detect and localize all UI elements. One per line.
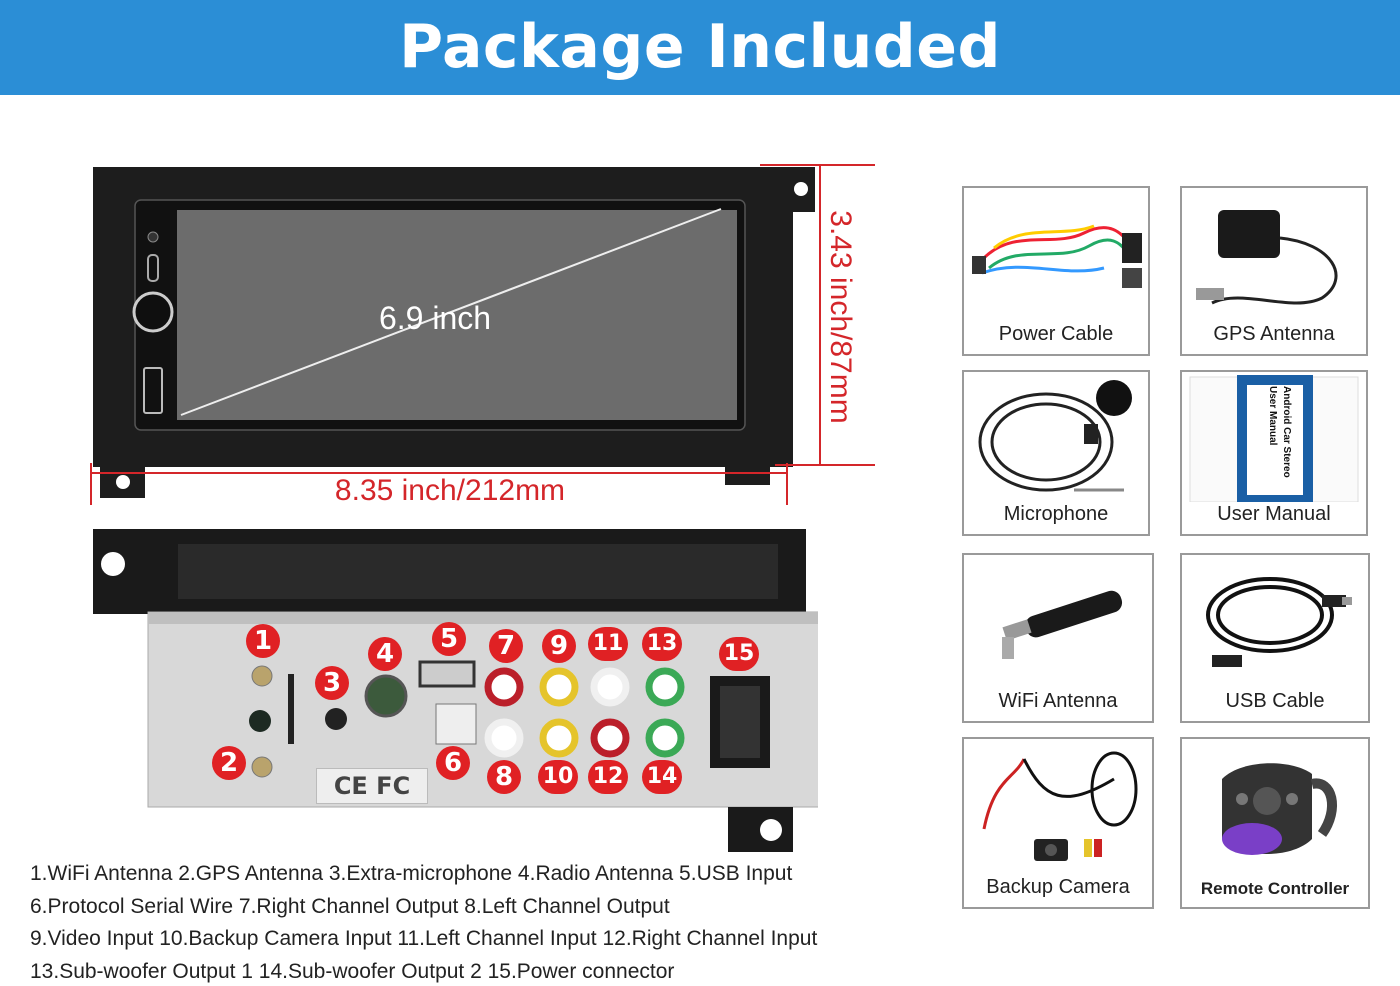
accessory-microphone: Microphone — [962, 370, 1150, 536]
stereo-front-illustration — [90, 164, 875, 505]
port-badge-10: 10 — [538, 760, 578, 794]
legend-line-1: 1.WiFi Antenna 2.GPS Antenna 3.Extra-mic… — [30, 862, 793, 885]
height-dimension-label: 3.43 inch/87mm — [824, 210, 857, 424]
accessory-label: Power Cable — [998, 323, 1114, 345]
port-badge-8: 8 — [487, 760, 521, 794]
port-badge-7: 7 — [489, 629, 523, 663]
touch-screen — [177, 210, 737, 420]
gps-antenna-icon — [1196, 210, 1338, 305]
port-legend: 1.WiFi Antenna 2.GPS Antenna 3.Extra-mic… — [30, 858, 930, 986]
usb-port-icon — [143, 367, 163, 414]
accessory-label: User Manual — [1217, 503, 1331, 525]
legend-line-4: 13.Sub-woofer Output 1 14.Sub-woofer Out… — [30, 959, 675, 983]
legend-line-2: 6.Protocol Serial Wire 7.Right Channel O… — [30, 894, 670, 918]
wifi-antenna-icon — [1002, 590, 1123, 659]
manual-cover-line-1: Android Car Stereo — [1281, 386, 1292, 478]
accessory-label: USB Cable — [1225, 690, 1325, 712]
port-badge-2: 2 — [212, 746, 246, 780]
page-title: Package Included — [399, 12, 1001, 82]
manual-cover-line-2: User Manual — [1267, 386, 1278, 446]
volume-knob-icon — [132, 291, 174, 333]
accessory-wifi-antenna: WiFi Antenna — [962, 553, 1154, 723]
accessory-usb-cable: USB Cable — [1180, 553, 1370, 723]
accessory-label: Backup Camera — [986, 876, 1130, 898]
header-banner: Package Included — [0, 0, 1400, 95]
port-badge-6: 6 — [436, 746, 470, 780]
port-badge-3: 3 — [315, 666, 349, 700]
accessory-label: Microphone — [1003, 503, 1109, 525]
port-badge-14: 14 — [642, 760, 682, 794]
backup-camera-icon — [982, 751, 1138, 861]
usb-cable-icon — [1206, 577, 1352, 667]
accessory-gps-antenna: GPS Antenna — [1180, 186, 1368, 356]
accessory-power-cable: Power Cable — [962, 186, 1150, 356]
port-badge-9: 9 — [542, 629, 576, 663]
legend-line-3: 9.Video Input 10.Backup Camera Input 11.… — [30, 927, 818, 950]
accessory-label: Remote Controller — [1200, 879, 1350, 898]
remote-controller-icon — [1222, 763, 1338, 855]
port-badge-11: 11 — [588, 627, 628, 661]
accessory-user-manual: Android Car Stereo User Manual User Manu… — [1180, 370, 1368, 536]
port-badge-4: 4 — [368, 637, 402, 671]
width-dimension-label: 8.35 inch/212mm — [334, 474, 566, 507]
accessory-label: WiFi Antenna — [998, 690, 1118, 712]
user-manual-icon: Android Car Stereo User Manual — [1189, 375, 1359, 502]
accessory-label: GPS Antenna — [1213, 323, 1335, 345]
port-badge-5: 5 — [432, 622, 466, 656]
port-badge-1: 1 — [246, 624, 280, 658]
port-badge-15: 15 — [719, 637, 759, 671]
power-cable-icon — [972, 224, 1142, 288]
port-badge-12: 12 — [588, 760, 628, 794]
accessory-backup-camera: Backup Camera — [962, 737, 1154, 909]
port-badge-13: 13 — [642, 627, 682, 661]
stereo-rear-illustration — [93, 529, 818, 852]
certification-mark: CE FC — [316, 768, 428, 804]
accessory-remote-controller: Remote Controller — [1180, 737, 1370, 909]
screen-size-label: 6.9 inch — [378, 300, 492, 336]
microphone-icon — [978, 380, 1132, 492]
